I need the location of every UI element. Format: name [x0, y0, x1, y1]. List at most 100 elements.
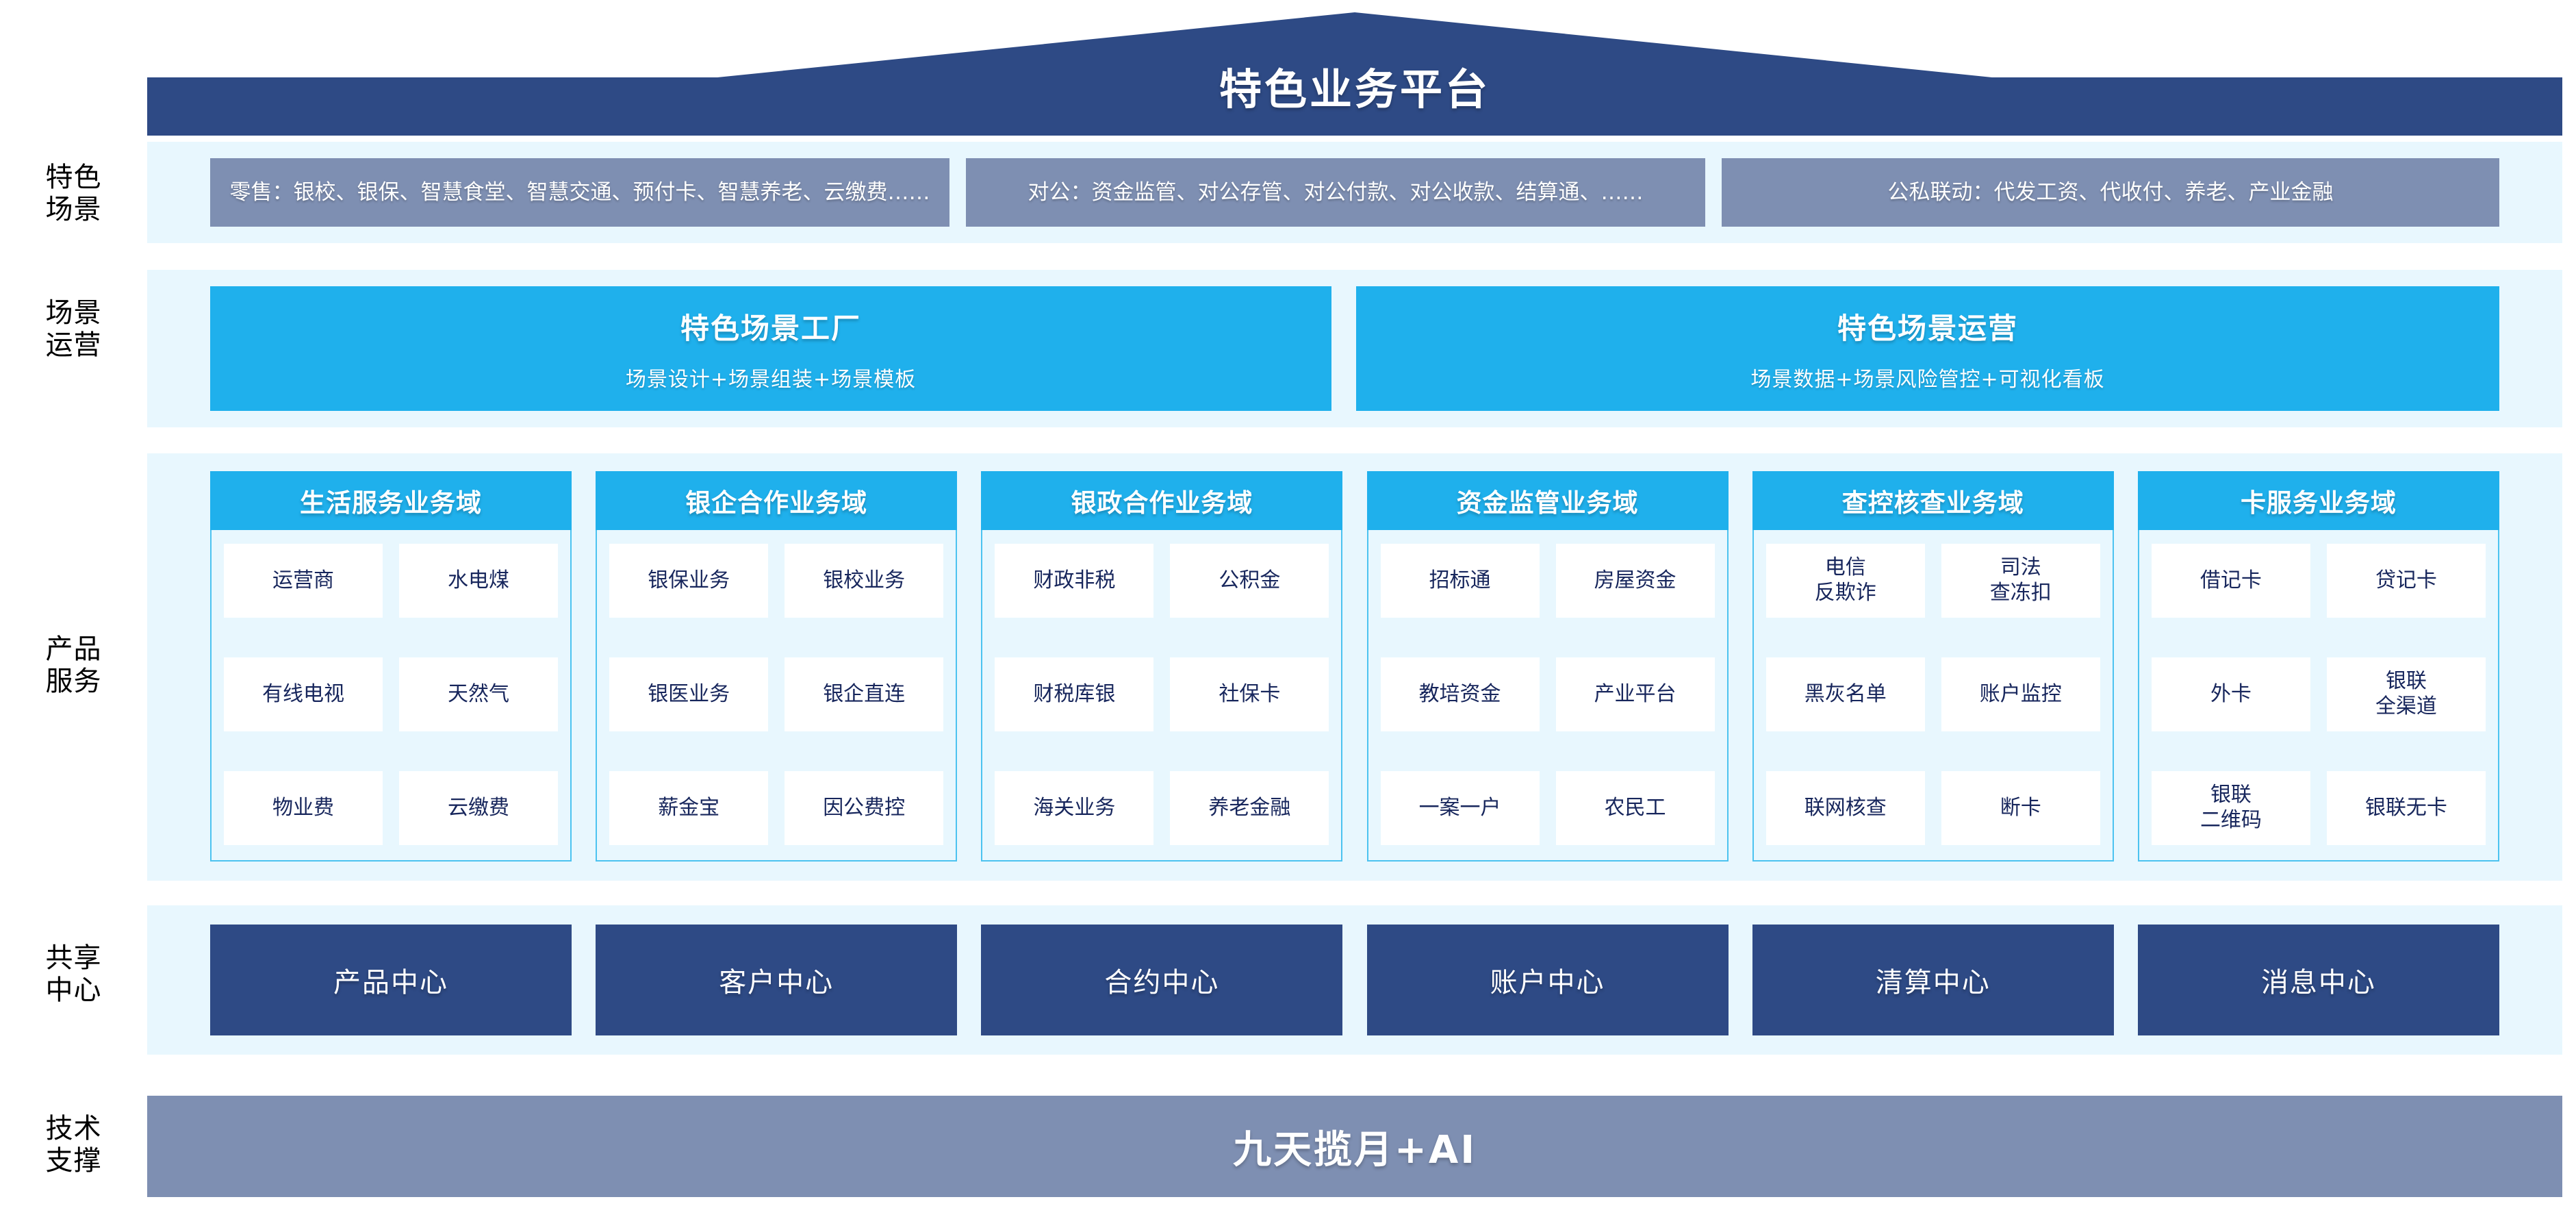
- row-label-share: 共享 中心: [0, 942, 147, 1007]
- product-domain-card[interactable]: 资金监管业务域招标通房屋资金教培资金产业平台一案一户农民工: [1366, 471, 1729, 862]
- product-item-row: 财税库银社保卡: [995, 657, 1329, 731]
- product-item-cell[interactable]: 联网核查: [1765, 771, 1925, 845]
- product-item-cell[interactable]: 一案一户: [1380, 771, 1540, 845]
- product-item-cell[interactable]: 银校业务: [785, 544, 944, 618]
- product-item-row: 外卡银联全渠道: [2151, 657, 2486, 731]
- shared-center-box[interactable]: 客户中心: [596, 925, 958, 1035]
- product-item-cell[interactable]: 银联全渠道: [2326, 657, 2486, 731]
- product-item-cell[interactable]: 产业平台: [1555, 657, 1715, 731]
- product-item-row: 一案一户农民工: [1380, 771, 1715, 845]
- product-item-cell[interactable]: 因公费控: [785, 771, 944, 845]
- shared-center-list: 产品中心客户中心合约中心账户中心清算中心消息中心: [210, 925, 2499, 1035]
- shared-center-box[interactable]: 产品中心: [210, 925, 572, 1035]
- row-label-ops: 场景 运营: [0, 297, 147, 362]
- product-item-cell[interactable]: 公积金: [1170, 544, 1329, 618]
- row-label-product: 产品 服务: [0, 633, 147, 698]
- operations-box-scene-operation[interactable]: 特色场景运营 场景数据+场景风险管控+可视化看板: [1356, 286, 2499, 411]
- product-item-cell[interactable]: 房屋资金: [1555, 544, 1715, 618]
- product-item-row: 招标通房屋资金: [1380, 544, 1715, 618]
- tech-support-band[interactable]: 九天揽月+AI: [147, 1096, 2562, 1197]
- product-item-row: 有线电视天然气: [224, 657, 558, 731]
- product-item-row: 电信反欺诈司法查冻扣: [1765, 544, 2100, 618]
- product-domain-title: 卡服务业务域: [2137, 471, 2499, 530]
- product-domain-body: 财政非税公积金财税库银社保卡海关业务养老金融: [981, 530, 1343, 862]
- product-domain-title: 银企合作业务域: [596, 471, 958, 530]
- product-item-cell[interactable]: 运营商: [224, 544, 383, 618]
- product-domain-body: 银保业务银校业务银医业务银企直连薪金宝因公费控: [596, 530, 958, 862]
- roof-shape-icon: [147, 12, 2562, 136]
- product-item-cell[interactable]: 借记卡: [2151, 544, 2310, 618]
- product-domain-body: 招标通房屋资金教培资金产业平台一案一户农民工: [1366, 530, 1729, 862]
- product-item-row: 银医业务银企直连: [609, 657, 944, 731]
- product-item-cell[interactable]: 物业费: [224, 771, 383, 845]
- row-label-tech: 技术 支撑: [0, 1113, 147, 1177]
- product-item-cell[interactable]: 有线电视: [224, 657, 383, 731]
- product-item-row: 物业费云缴费: [224, 771, 558, 845]
- product-item-cell[interactable]: 账户监控: [1941, 657, 2100, 731]
- product-item-cell[interactable]: 薪金宝: [609, 771, 769, 845]
- scenario-panel: 零售：银校、银保、智慧食堂、智慧交通、预付卡、智慧养老、云缴费…… 对公：资金监…: [147, 142, 2562, 243]
- row-label-tech-line2: 支撑: [45, 1145, 102, 1177]
- product-item-cell[interactable]: 农民工: [1555, 771, 1715, 845]
- shared-center-box[interactable]: 账户中心: [1366, 925, 1729, 1035]
- product-item-cell[interactable]: 招标通: [1380, 544, 1540, 618]
- row-label-scene-line1: 特色: [45, 162, 102, 193]
- product-services-panel: 生活服务业务域运营商水电煤有线电视天然气物业费云缴费银企合作业务域银保业务银校业…: [147, 453, 2562, 881]
- product-item-cell[interactable]: 天然气: [399, 657, 558, 731]
- operations-subtitle: 场景设计+场景组装+场景模板: [625, 367, 917, 392]
- product-item-cell[interactable]: 银联无卡: [2326, 771, 2486, 845]
- row-label-product-line2: 服务: [45, 666, 102, 698]
- product-domain-title: 生活服务业务域: [210, 471, 572, 530]
- row-label-share-line1: 共享: [45, 942, 102, 974]
- product-item-cell[interactable]: 断卡: [1941, 771, 2100, 845]
- operations-title: 特色场景运营: [1837, 311, 2018, 345]
- product-item-cell[interactable]: 教培资金: [1380, 657, 1540, 731]
- product-item-cell[interactable]: 水电煤: [399, 544, 558, 618]
- product-item-cell[interactable]: 云缴费: [399, 771, 558, 845]
- product-item-row: 银联二维码银联无卡: [2151, 771, 2486, 845]
- product-item-row: 黑灰名单账户监控: [1765, 657, 2100, 731]
- product-item-cell[interactable]: 财税库银: [995, 657, 1154, 731]
- shared-center-box[interactable]: 合约中心: [981, 925, 1343, 1035]
- product-item-cell[interactable]: 海关业务: [995, 771, 1154, 845]
- operations-subtitle: 场景数据+场景风险管控+可视化看板: [1750, 367, 2105, 392]
- product-domain-title: 银政合作业务域: [981, 471, 1343, 530]
- product-domain-body: 电信反欺诈司法查冻扣黑灰名单账户监控联网核查断卡: [1752, 530, 2114, 862]
- product-item-row: 财政非税公积金: [995, 544, 1329, 618]
- product-domain-card[interactable]: 银政合作业务域财政非税公积金财税库银社保卡海关业务养老金融: [981, 471, 1343, 862]
- product-item-row: 薪金宝因公费控: [609, 771, 944, 845]
- product-item-cell[interactable]: 银保业务: [609, 544, 769, 618]
- product-item-cell[interactable]: 银医业务: [609, 657, 769, 731]
- product-item-row: 联网核查断卡: [1765, 771, 2100, 845]
- scenario-box-retail[interactable]: 零售：银校、银保、智慧食堂、智慧交通、预付卡、智慧养老、云缴费……: [210, 158, 949, 227]
- operations-title: 特色场景工厂: [680, 311, 861, 345]
- product-item-cell[interactable]: 银企直连: [785, 657, 944, 731]
- shared-center-box[interactable]: 消息中心: [2137, 925, 2499, 1035]
- operations-box-scene-factory[interactable]: 特色场景工厂 场景设计+场景组装+场景模板: [210, 286, 1331, 411]
- product-domain-card[interactable]: 卡服务业务域借记卡贷记卡外卡银联全渠道银联二维码银联无卡: [2137, 471, 2499, 862]
- product-item-cell[interactable]: 财政非税: [995, 544, 1154, 618]
- product-domain-card[interactable]: 银企合作业务域银保业务银校业务银医业务银企直连薪金宝因公费控: [596, 471, 958, 862]
- shared-center-box[interactable]: 清算中心: [1752, 925, 2114, 1035]
- product-domain-body: 运营商水电煤有线电视天然气物业费云缴费: [210, 530, 572, 862]
- scenario-box-corporate[interactable]: 对公：资金监管、对公存管、对公付款、对公收款、结算通、……: [966, 158, 1705, 227]
- product-item-cell[interactable]: 黑灰名单: [1765, 657, 1925, 731]
- page-title: 特色业务平台: [1219, 64, 1490, 114]
- product-item-cell[interactable]: 司法查冻扣: [1941, 544, 2100, 618]
- product-domain-card[interactable]: 查控核查业务域电信反欺诈司法查冻扣黑灰名单账户监控联网核查断卡: [1752, 471, 2114, 862]
- product-item-cell[interactable]: 贷记卡: [2326, 544, 2486, 618]
- product-item-cell[interactable]: 养老金融: [1170, 771, 1329, 845]
- product-item-row: 海关业务养老金融: [995, 771, 1329, 845]
- product-item-cell[interactable]: 银联二维码: [2151, 771, 2310, 845]
- scenario-box-public-private[interactable]: 公私联动：代发工资、代收付、养老、产业金融: [1722, 158, 2499, 227]
- product-domain-card[interactable]: 生活服务业务域运营商水电煤有线电视天然气物业费云缴费: [210, 471, 572, 862]
- product-domain-title: 资金监管业务域: [1366, 471, 1729, 530]
- row-label-product-line1: 产品: [45, 633, 102, 665]
- product-item-cell[interactable]: 外卡: [2151, 657, 2310, 731]
- product-item-cell[interactable]: 电信反欺诈: [1765, 544, 1925, 618]
- row-label-ops-line2: 运营: [45, 329, 102, 362]
- product-item-cell[interactable]: 社保卡: [1170, 657, 1329, 731]
- platform-roof: 特色业务平台: [147, 12, 2562, 136]
- product-item-row: 借记卡贷记卡: [2151, 544, 2486, 618]
